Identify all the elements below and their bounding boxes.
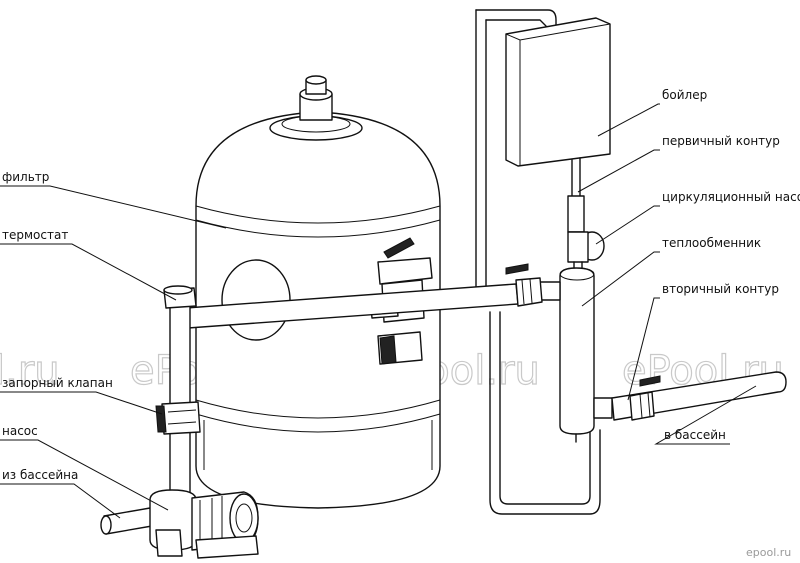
label-pump: насос	[2, 424, 38, 438]
label-secondary-circuit: вторичный контур	[662, 282, 779, 296]
label-thermostat: термостат	[2, 228, 68, 242]
label-circulation-pump: циркуляционный насос	[662, 190, 800, 204]
label-boiler: бойлер	[662, 88, 707, 102]
pump	[100, 489, 259, 559]
corner-logo: epool.ru	[746, 546, 791, 559]
label-layer: бойлер первичный контур циркуляционный н…	[2, 88, 800, 482]
label-filter: фильтр	[2, 170, 49, 184]
label-to-pool: в бассейн	[664, 428, 726, 442]
label-from-pool: из бассейна	[2, 468, 78, 482]
label-primary-circuit: первичный контур	[662, 134, 780, 148]
pipework	[155, 263, 787, 501]
boiler	[505, 17, 611, 197]
label-heat-exchanger: теплообменник	[662, 236, 761, 250]
leader-lines	[0, 103, 757, 519]
primary-loop-frame	[475, 9, 601, 515]
heat-exchanger-assembly	[539, 195, 613, 443]
watermark-1: l.ru	[0, 348, 60, 394]
label-shutoff-valve: запорный клапан	[2, 376, 113, 390]
